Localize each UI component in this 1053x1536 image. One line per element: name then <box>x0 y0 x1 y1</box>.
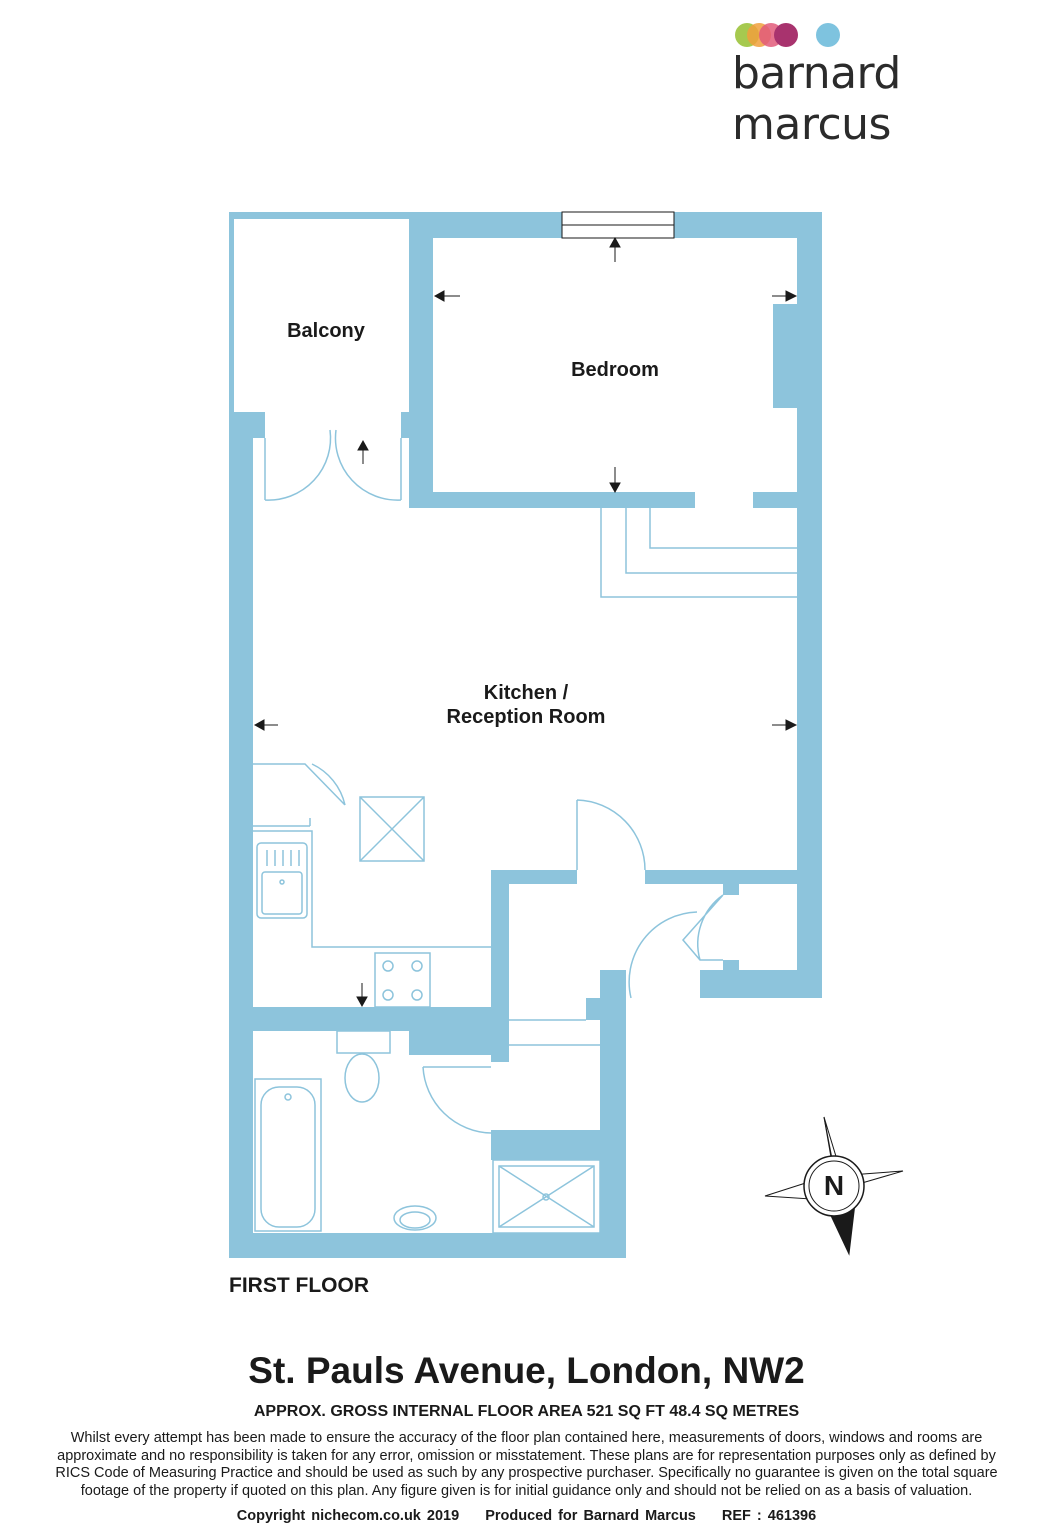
arrow <box>772 719 798 731</box>
wall <box>409 212 433 508</box>
toilet <box>344 1053 380 1103</box>
disclaimer-line: approximate and no responsibility is tak… <box>57 1447 996 1464</box>
room-label-kitchen: Kitchen / Reception Room <box>406 681 646 729</box>
wall <box>753 492 822 508</box>
compass-rose <box>764 1116 904 1256</box>
room-label-kitchen-line1: Kitchen / <box>483 682 569 704</box>
hob <box>374 952 431 1008</box>
kitchen-sink <box>256 842 308 919</box>
disclaimer: Whilst every attempt has been made to en… <box>10 1430 1043 1500</box>
brand-name: barnard marcus <box>732 48 901 150</box>
wall <box>491 870 577 884</box>
wardrobe <box>600 508 797 598</box>
arrow <box>356 983 368 1008</box>
wall <box>773 304 822 408</box>
walls <box>229 212 822 1258</box>
balcony-door-right <box>334 429 402 501</box>
hall-door <box>576 799 646 871</box>
wall <box>700 970 822 998</box>
bathroom-door <box>422 1066 492 1134</box>
boiler-unit <box>359 796 425 862</box>
arrow <box>357 439 369 464</box>
wall <box>723 960 739 998</box>
brand-dot <box>816 23 840 47</box>
window <box>561 211 675 239</box>
cupboard-door <box>682 894 724 961</box>
footer-ref: REF : 461396 <box>721 1508 817 1524</box>
basin <box>393 1205 437 1231</box>
footer-produced: Produced for Barnard Marcus <box>485 1508 696 1524</box>
worktop <box>253 830 491 948</box>
compass-north-label: N <box>823 1170 845 1201</box>
wall <box>491 1130 509 1160</box>
property-address: St. Pauls Avenue, London, NW2 <box>248 1350 805 1391</box>
wall <box>586 998 626 1020</box>
disclaimer-line: RICS Code of Measuring Practice and shou… <box>55 1465 998 1481</box>
brand-logo: barnard marcus <box>732 18 1032 150</box>
arrow <box>609 236 621 262</box>
stairs <box>509 1019 600 1046</box>
floor-label: FIRST FLOOR <box>229 1274 369 1297</box>
room-label-kitchen-line2: Reception Room <box>446 706 606 728</box>
shower-tray <box>492 1159 601 1234</box>
footer-copyright: Copyright nichecom.co.uk 2019 <box>236 1508 460 1524</box>
room-label-balcony: Balcony <box>287 320 365 342</box>
floor-area: APPROX. GROSS INTERNAL FLOOR AREA 521 SQ… <box>253 1403 800 1420</box>
dimension-arrows <box>253 236 798 1008</box>
footer: Copyright nichecom.co.uk 2019 Produced f… <box>0 1508 1053 1524</box>
arrow <box>609 467 621 494</box>
entrance-door <box>628 911 698 999</box>
wall <box>409 492 695 508</box>
balcony-door-left <box>264 429 332 501</box>
brand-dot <box>774 23 798 47</box>
wall <box>229 1233 626 1258</box>
arrow <box>433 290 460 302</box>
arrow <box>772 290 798 302</box>
disclaimer-line: footage of the property if quoted on thi… <box>80 1482 973 1499</box>
room-label-bedroom: Bedroom <box>571 359 659 381</box>
cupboard <box>253 763 346 827</box>
wall <box>229 412 265 438</box>
arrow <box>253 719 278 731</box>
brand-dots <box>735 23 840 47</box>
wall <box>409 1007 509 1055</box>
wall <box>229 212 234 417</box>
toilet-cistern <box>336 1030 391 1054</box>
wall <box>491 1130 626 1160</box>
disclaimer-line: Whilst every attempt has been made to en… <box>70 1430 983 1446</box>
wall <box>723 870 739 895</box>
wall <box>229 412 253 1258</box>
floor-plan <box>229 211 904 1258</box>
bath <box>254 1078 322 1232</box>
fixtures <box>253 429 797 1234</box>
